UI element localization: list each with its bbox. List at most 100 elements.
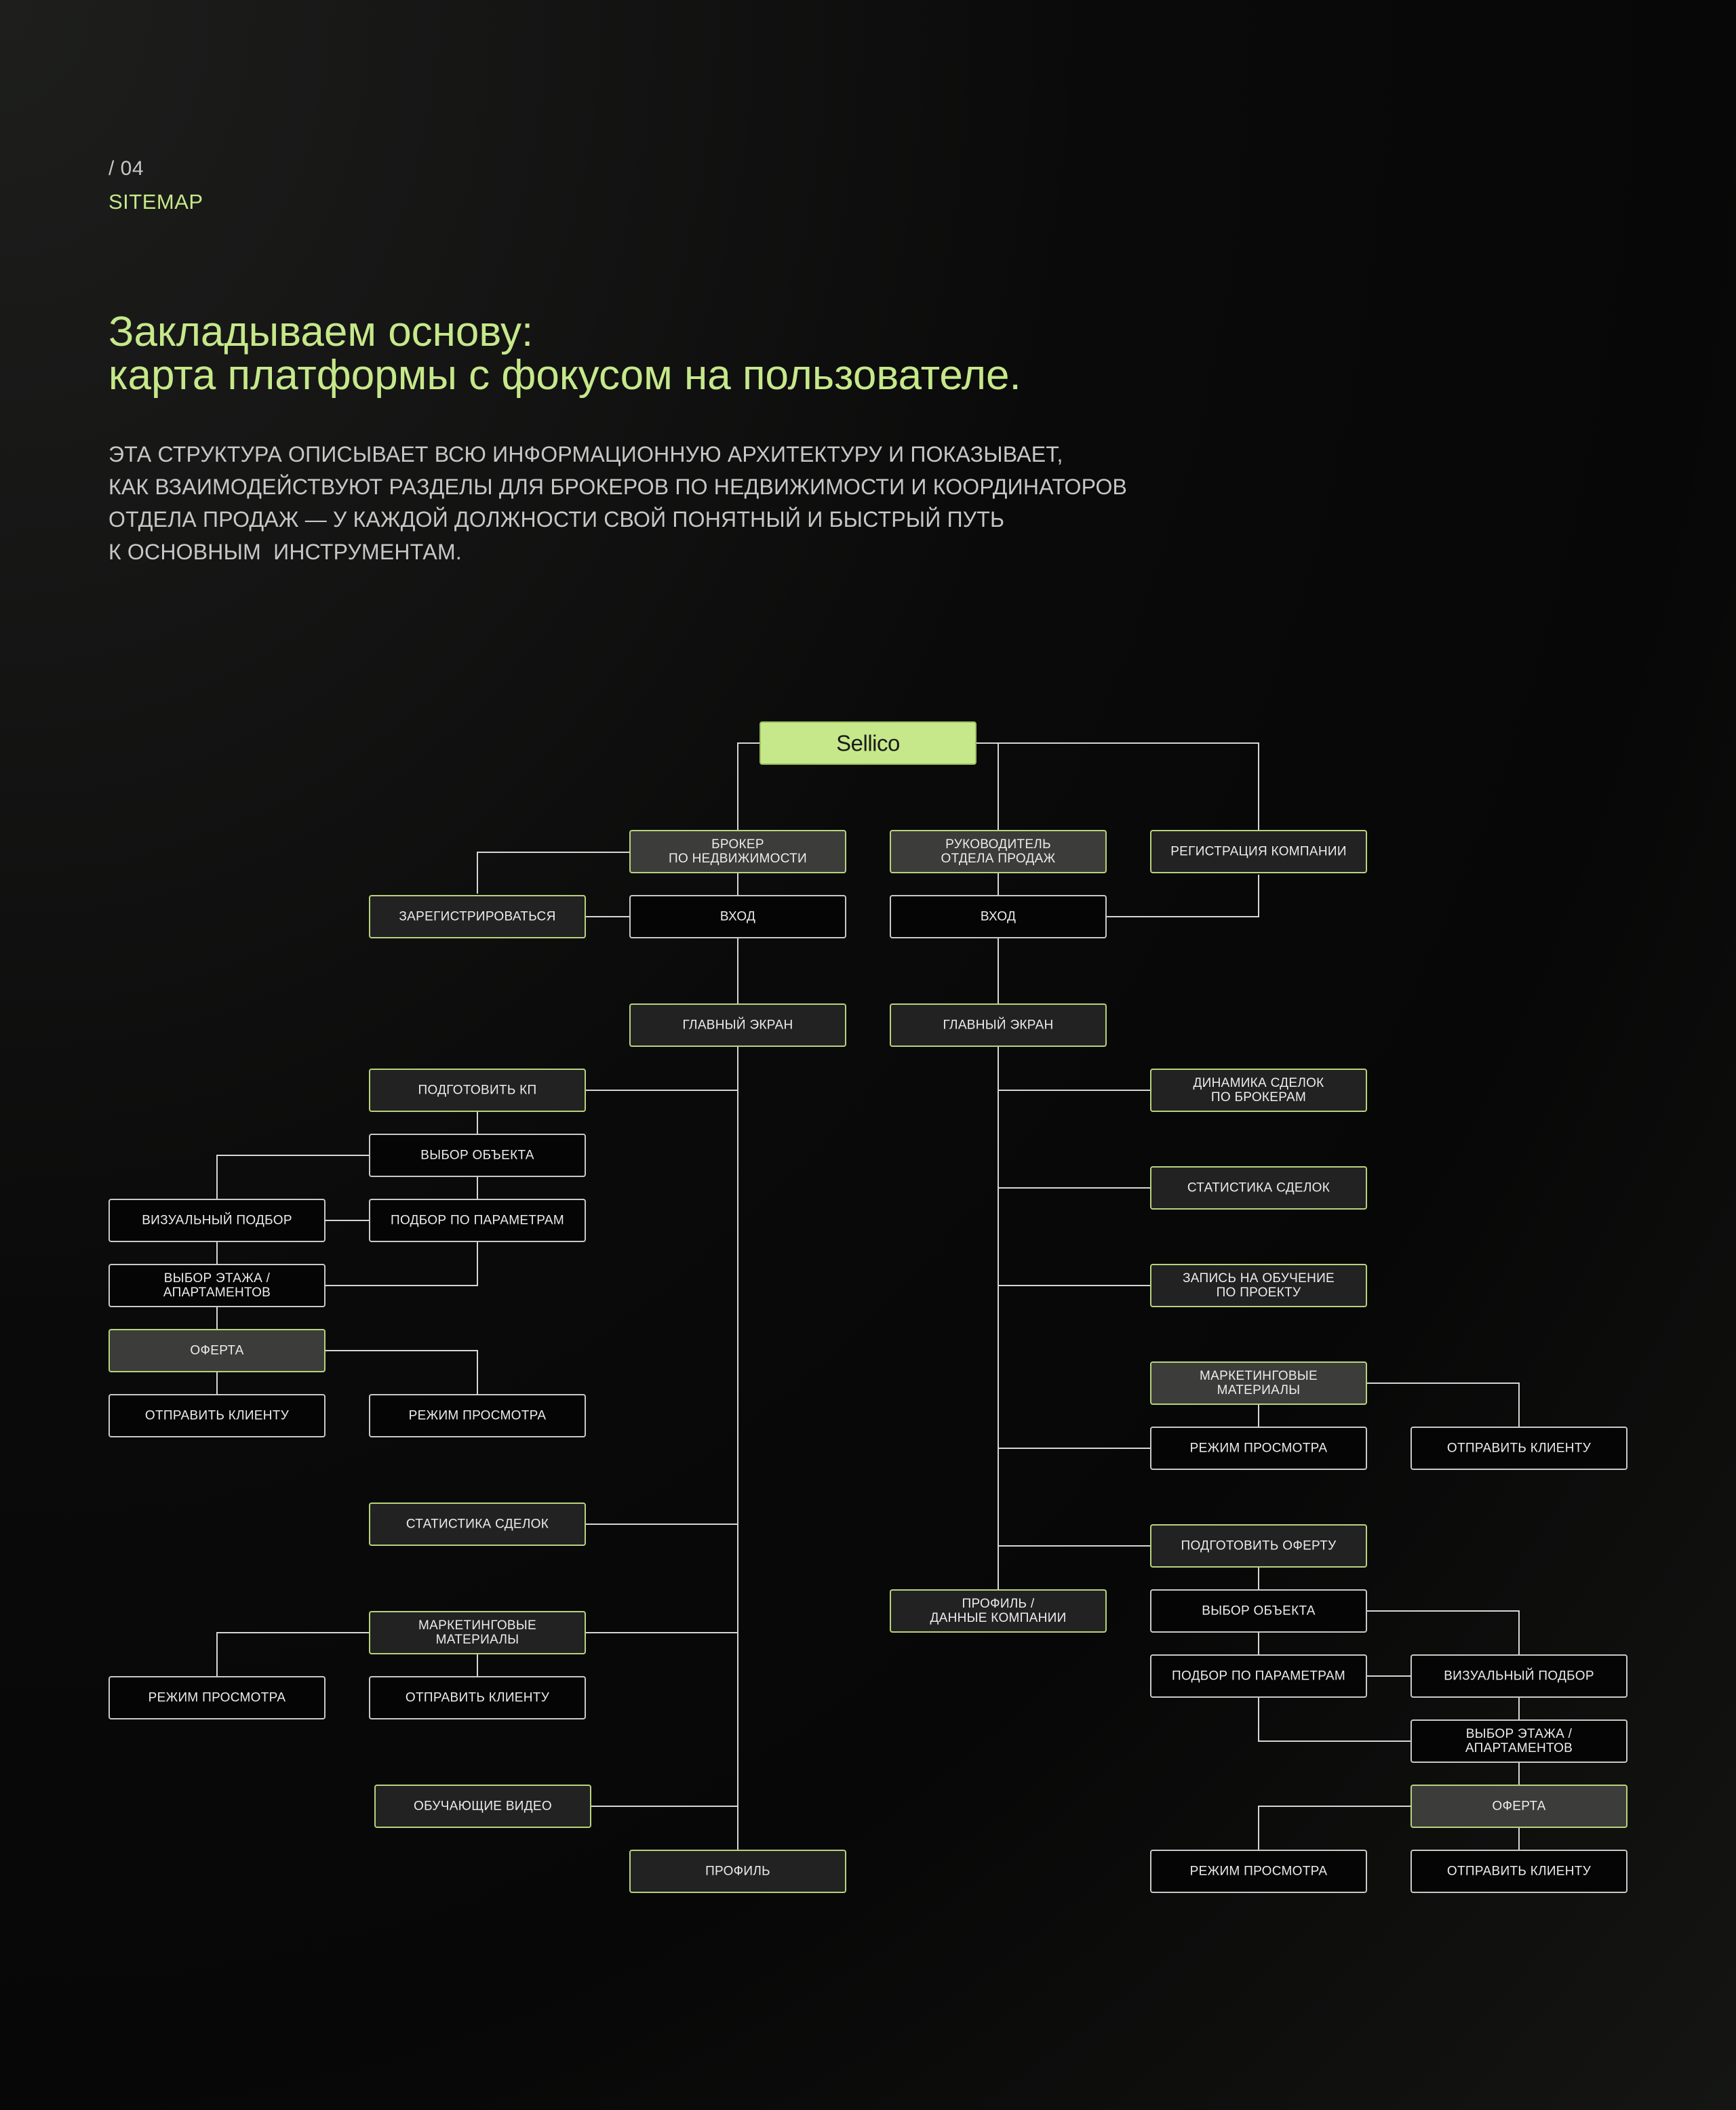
- node-box: [369, 1611, 586, 1654]
- sitemap-node-b-view1: РЕЖИМ ПРОСМОТРА: [369, 1394, 586, 1437]
- sitemap-node-b-select: ВЫБОР ОБЪЕКТА: [369, 1134, 586, 1177]
- sitemap-connectors: [216, 742, 1520, 1851]
- node-box: [890, 830, 1107, 873]
- sitemap-node-m-view2: РЕЖИМ ПРОСМОТРА: [1150, 1850, 1367, 1893]
- node-box: [369, 1134, 586, 1177]
- sitemap-node-m-params: ПОДБОР ПО ПАРАМЕТРАМ: [1150, 1654, 1367, 1698]
- headline-line: Закладываем основу:: [108, 308, 534, 355]
- node-label: ОТПРАВИТЬ КЛИЕНТУ: [406, 1691, 550, 1705]
- description-line: ЭТА СТРУКТУРА ОПИСЫВАЕТ ВСЮ ИНФОРМАЦИОНН…: [108, 442, 1063, 466]
- node-box: [369, 1199, 586, 1242]
- sitemap-node-b-main: ГЛАВНЫЙ ЭКРАН: [629, 1003, 846, 1047]
- node-box: [1410, 1654, 1628, 1698]
- node-label: ПОДГОТОВИТЬ ОФЕРТУ: [1181, 1539, 1337, 1553]
- headline-line: карта платформы с фокусом на пользовател…: [108, 352, 1021, 399]
- node-label: МАТЕРИАЛЫ: [1217, 1383, 1301, 1397]
- node-box: [890, 1003, 1107, 1047]
- node-label: ОТПРАВИТЬ КЛИЕНТУ: [1447, 1441, 1592, 1456]
- node-label: АПАРТАМЕНТОВ: [1465, 1741, 1573, 1755]
- node-label: ОТПРАВИТЬ КЛИЕНТУ: [1447, 1865, 1592, 1879]
- sitemap-node-m-select: ВЫБОР ОБЪЕКТА: [1150, 1589, 1367, 1633]
- node-box: [629, 1850, 846, 1893]
- node-label: МАРКЕТИНГОВЫЕ: [418, 1618, 536, 1633]
- node-label: РЕЖИМ ПРОСМОТРА: [1190, 1441, 1328, 1456]
- node-label: ВЫБОР ЭТАЖА /: [1466, 1727, 1573, 1741]
- section-label: SITEMAP: [108, 190, 203, 214]
- node-box: [1410, 1427, 1628, 1470]
- node-box: [369, 1676, 586, 1719]
- node-label: БРОКЕР: [711, 837, 764, 852]
- sitemap-node-b-profile: ПРОФИЛЬ: [629, 1850, 846, 1893]
- node-label: ДИНАМИКА СДЕЛОК: [1193, 1076, 1324, 1090]
- node-box: [890, 1589, 1107, 1633]
- sitemap-node-b-params: ПОДБОР ПО ПАРАМЕТРАМ: [369, 1199, 586, 1242]
- node-box: [1150, 1427, 1367, 1470]
- node-label: ВХОД: [981, 910, 1016, 924]
- sitemap-node-m-view1: РЕЖИМ ПРОСМОТРА: [1150, 1427, 1367, 1470]
- sitemap-node-reg-company: РЕГИСТРАЦИЯ КОМПАНИИ: [1150, 830, 1367, 873]
- node-box: [369, 895, 586, 938]
- connector: [1258, 1698, 1412, 1742]
- page-description: ЭТА СТРУКТУРА ОПИСЫВАЕТ ВСЮ ИНФОРМАЦИОНН…: [108, 438, 1127, 568]
- node-box: [108, 1676, 326, 1719]
- node-label: ПОДБОР ПО ПАРАМЕТРАМ: [1172, 1669, 1345, 1684]
- connector: [1258, 1806, 1412, 1851]
- sitemap-node-b-offer: ОФЕРТА: [108, 1329, 326, 1372]
- connector: [326, 1242, 478, 1286]
- description-line: КАК ВЗАИМОДЕЙСТВУЮТ РАЗДЕЛЫ ДЛЯ БРОКЕРОВ…: [108, 475, 1128, 499]
- node-box: [890, 895, 1107, 938]
- node-box: [1150, 1654, 1367, 1698]
- description-line: ОТДЕЛА ПРОДАЖ — У КАЖДОЙ ДОЛЖНОСТИ СВОЙ …: [108, 507, 1005, 532]
- node-box: [108, 1199, 326, 1242]
- sitemap-node-root: Sellico: [760, 721, 976, 765]
- node-label: ВЫБОР ОБЪЕКТА: [420, 1149, 534, 1163]
- node-label: МАРКЕТИНГОВЫЕ: [1200, 1369, 1318, 1383]
- node-box: [108, 1264, 326, 1307]
- node-box: [1150, 830, 1367, 873]
- node-label: ДАННЫЕ КОМПАНИИ: [930, 1611, 1066, 1625]
- connector: [737, 742, 765, 833]
- node-box: [1150, 1166, 1367, 1210]
- connector: [1367, 1610, 1520, 1656]
- node-label: ВЫБОР ЭТАЖА /: [164, 1271, 271, 1286]
- node-label: РЕЖИМ ПРОСМОТРА: [1190, 1865, 1328, 1879]
- node-box: [369, 1394, 586, 1437]
- node-box: [1410, 1719, 1628, 1763]
- sitemap-node-m-login: ВХОД: [890, 895, 1107, 938]
- sitemap-node-m-prep-offer: ПОДГОТОВИТЬ ОФЕРТУ: [1150, 1524, 1367, 1568]
- node-box: [108, 1329, 326, 1372]
- node-label: ОБУЧАЮЩИЕ ВИДЕО: [414, 1799, 552, 1814]
- node-label: ВЫБОР ОБЪЕКТА: [1202, 1604, 1315, 1618]
- node-box: [1150, 1850, 1367, 1893]
- node-label: ГЛАВНЫЙ ЭКРАН: [683, 1018, 793, 1033]
- node-box: [1150, 1524, 1367, 1568]
- node-box: [629, 1003, 846, 1047]
- node-label: ПОДГОТОВИТЬ КП: [418, 1083, 536, 1098]
- node-label: ОТДЕЛА ПРОДАЖ: [941, 852, 1056, 866]
- sitemap-node-b-video: ОБУЧАЮЩИЕ ВИДЕО: [374, 1785, 591, 1828]
- sitemap-node-b-floor: ВЫБОР ЭТАЖА /АПАРТАМЕНТОВ: [108, 1264, 326, 1307]
- sitemap-node-m-offer: ОФЕРТА: [1410, 1785, 1628, 1828]
- connector: [1367, 1382, 1520, 1428]
- connector: [1107, 875, 1259, 917]
- node-label: ГЛАВНЫЙ ЭКРАН: [943, 1018, 1054, 1033]
- sitemap-node-m-visual: ВИЗУАЛЬНЫЙ ПОДБОР: [1410, 1654, 1628, 1698]
- node-box: [1150, 1361, 1367, 1405]
- node-box: [374, 1785, 591, 1828]
- connector: [216, 1155, 372, 1199]
- sitemap-node-b-send2: ОТПРАВИТЬ КЛИЕНТУ: [369, 1676, 586, 1719]
- node-box: [1150, 1264, 1367, 1307]
- sitemap-node-m-main: ГЛАВНЫЙ ЭКРАН: [890, 1003, 1107, 1047]
- node-label: СТАТИСТИКА СДЕЛОК: [1187, 1181, 1330, 1195]
- sitemap-node-m-floor: ВЫБОР ЭТАЖА /АПАРТАМЕНТОВ: [1410, 1719, 1628, 1763]
- node-label: ПО НЕДВИЖИМОСТИ: [669, 852, 807, 866]
- node-box: [629, 830, 846, 873]
